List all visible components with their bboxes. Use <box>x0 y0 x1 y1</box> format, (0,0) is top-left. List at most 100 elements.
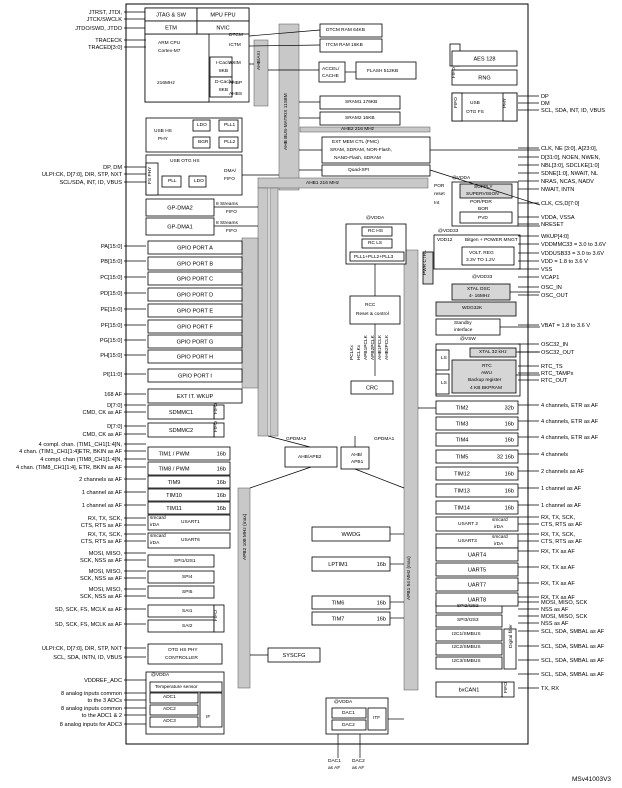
block-uart4 <box>435 547 519 562</box>
sai1-box <box>147 604 215 618</box>
label-adc2: ADC2 <box>163 706 176 712</box>
label-reset: reset <box>434 191 445 197</box>
timer-t5 <box>435 449 519 464</box>
label-flash: FLASH 512KB <box>367 68 398 74</box>
label-ldo: LDO <box>197 122 207 128</box>
block-nvic <box>196 20 250 35</box>
if-box <box>199 692 223 728</box>
label-accel2: CACHE <box>322 73 339 79</box>
left-pin-label-tim1a: 4 compl. chan. (TIM1_CH1[1:4]N, <box>39 442 123 448</box>
label-spi1: SPI1/I2S1 <box>174 558 196 564</box>
right-pin-label-spi3b: NSS as AF <box>541 621 569 627</box>
right-pin-label-vdd: VDD = 1.8 to 3.6 V <box>541 259 588 265</box>
right-pin-label-otgfs: SCL, SDA, INT, ID, VBUS <box>541 108 605 114</box>
block-label-uart8: UART8 <box>468 598 486 604</box>
label-fifo_sai: FIFO <box>213 610 219 621</box>
block-label-crc: CRC <box>366 386 378 392</box>
label-ahb1: AHB1 216 MHz <box>306 180 340 186</box>
label-pwrctrl: PWR CTRL <box>422 250 428 275</box>
label-usart2a: smcard <box>492 517 508 523</box>
block-wwdg <box>311 526 391 542</box>
wdg-box <box>435 301 517 317</box>
ldo-box <box>192 119 211 132</box>
tempsens-box <box>149 681 223 693</box>
label-str8d: FIFO <box>226 228 237 234</box>
block-gpiof <box>147 319 243 334</box>
left-pin-label-af168: 168 AF <box>104 392 122 398</box>
block-uart8 <box>435 592 519 607</box>
block-label-gpiog: GPIO PORT G <box>177 340 214 346</box>
block-syscfg <box>267 647 321 663</box>
block-label-gpioi: GPIO PORT I <box>178 374 212 380</box>
label-bor: BOR <box>478 206 489 212</box>
left-pin-label-trace1: TRACECK <box>95 38 122 44</box>
label-usbhs2: PHY <box>158 136 169 142</box>
timer-name-lptim: LPTIM1 <box>328 562 348 568</box>
xtal32-box <box>469 347 517 358</box>
left-pin-label-tim11: 1 channel as AF <box>82 503 123 509</box>
right-pin-label-fmc2: D[31:0], NOEN, NWEN, <box>541 155 601 161</box>
label-fifo_can: FIFO <box>503 682 509 693</box>
i2c-filter-box <box>503 628 517 670</box>
right-pin-label-tim5: 4 channels <box>541 452 568 458</box>
right-pin-label-dp: DP <box>541 94 549 100</box>
timer-bits-t10: 16b <box>217 493 226 499</box>
left-pin-label-u6a: RX, TX, SCK, <box>88 532 123 538</box>
label-axim: AXIM <box>229 60 241 66</box>
label-dacaf2: as AF <box>328 765 340 771</box>
left-pin-label-sd2b: CMD, CK as AF <box>83 432 123 438</box>
block-gpiob <box>147 256 243 271</box>
itcm-ram-box <box>319 38 383 53</box>
bgr-box <box>192 136 211 149</box>
right-pin-label-spi2b: NSS as AF <box>541 607 569 613</box>
timer-t6 <box>311 595 391 610</box>
right-pin-label-vss: VSS <box>541 267 552 273</box>
label-usart6a: smcard <box>150 533 166 539</box>
right-pin-label-tim13: 1 channel as AF <box>541 486 582 492</box>
label-usart1b: irDA <box>150 522 160 528</box>
sai2-box <box>147 619 215 633</box>
block-bxcan <box>435 681 503 698</box>
right-pin-label-u4: RX, TX as AF <box>541 549 575 555</box>
block-label-gpiod: GPIO PORT D <box>177 293 213 299</box>
label-ahbs: AHBS <box>229 91 242 97</box>
label-gpdma2l: GPDMA2 <box>286 436 307 442</box>
label-dcache1: D-Cache <box>215 79 234 85</box>
label-fmc3: NAND-Flash, SDRAM <box>334 155 381 161</box>
label-pvd: PVD <box>478 215 488 221</box>
compound-blocks <box>144 7 521 735</box>
label-ahbapb1b: APB1 <box>351 459 364 465</box>
label-adc1: ADC1 <box>163 694 176 700</box>
label-vddiso: Bitgen + POWER MNGT <box>465 237 518 243</box>
dac2-box <box>331 719 367 731</box>
right-pin-label-oscin: OSC_IN <box>541 285 562 291</box>
label-pll: PLL <box>168 178 177 184</box>
left-pin-label-pc: PC[15:0] <box>100 275 122 281</box>
spi1-box <box>147 554 215 568</box>
left-pin-label-sd1b: CMD, CK as AF <box>83 410 123 416</box>
apb2-bus <box>237 487 251 689</box>
ahb1-vertical-bus-2 <box>269 187 279 437</box>
label-porpdr: POR/PDR <box>470 199 492 205</box>
right-pin-label-fmc5: NRAS, NCAS, NADV <box>541 179 594 185</box>
left-pin-label-sd2a: D[7:0] <box>107 424 122 430</box>
block-label-jtag: JTAG & SW <box>156 13 186 19</box>
sram2-box <box>319 111 401 126</box>
label-usart1c: USART1 <box>181 519 200 525</box>
label-dmafifo2: FIFO <box>224 176 235 182</box>
label-icache1: I-Cache <box>216 60 233 66</box>
label-fifo_sd2: FIFO <box>213 421 219 432</box>
label-xtal1: XTAL OSC <box>467 286 491 292</box>
left-pin-label-tim8b: 4 chan. (TIM8_CH1[1:4], ETR, BKIN as AF <box>16 465 123 471</box>
spi4-box <box>147 570 215 584</box>
left-pin-label-spi1b: SCK, NSS as AF <box>80 558 123 564</box>
block-sdmmc1 <box>147 404 215 420</box>
block-label-gpiof: GPIO PORT F <box>177 325 213 331</box>
timer-bits-t8: 16b <box>217 467 226 473</box>
left-pin-label-usbhs1: DP, DM <box>103 165 122 171</box>
label-por: POR <box>434 183 445 189</box>
label-fifo_fl: FIFO <box>451 67 457 78</box>
